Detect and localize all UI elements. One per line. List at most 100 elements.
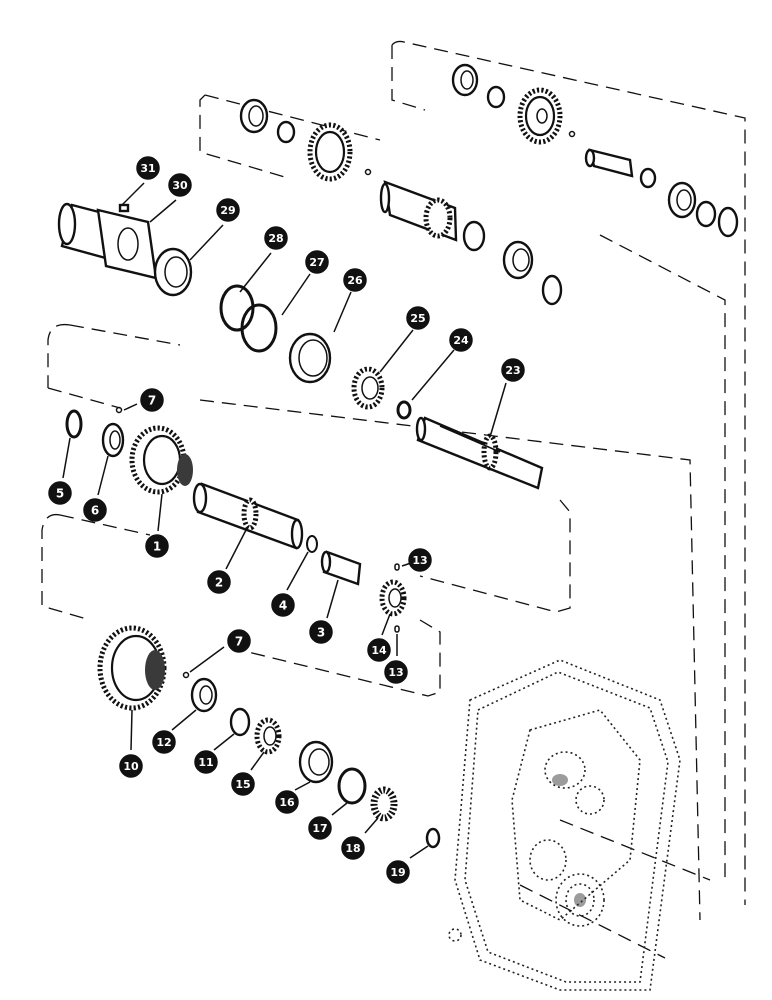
callout-circle xyxy=(152,730,176,754)
callout-label: 23 xyxy=(505,364,520,377)
callout-label: 17 xyxy=(312,822,327,835)
part-11-washer xyxy=(229,707,251,737)
callout-circle xyxy=(501,358,525,382)
leader-to-housing-b xyxy=(519,884,666,959)
part-23-shaft xyxy=(415,416,544,490)
callout-label: 11 xyxy=(198,756,213,769)
callout-label: 2 xyxy=(215,576,223,590)
callout-label: 31 xyxy=(140,162,155,175)
callout-23: 23 xyxy=(501,358,525,382)
callout-label: 24 xyxy=(453,334,469,347)
callout-label: 7 xyxy=(235,635,243,649)
callout-circle xyxy=(227,629,251,653)
part-4-o-ring xyxy=(306,535,318,553)
part-13-ball-lower xyxy=(394,625,400,633)
callout-label: 27 xyxy=(309,256,324,269)
part-12-bearing xyxy=(190,677,218,713)
callout-circle xyxy=(386,860,410,884)
lower-group-boundary xyxy=(41,513,441,697)
callout-circle xyxy=(145,534,169,558)
part-6-washer xyxy=(101,422,125,458)
callout-17: 17 xyxy=(308,816,332,840)
part-10-gear xyxy=(97,625,167,711)
part-3-pin xyxy=(320,550,362,586)
transmission-housing xyxy=(448,659,681,991)
callout-label: 15 xyxy=(235,778,250,791)
part-27-snap-ring xyxy=(240,303,278,353)
callout-circle xyxy=(384,660,408,684)
callout-circle xyxy=(194,750,218,774)
callout-label: 18 xyxy=(345,842,360,855)
callout-29: 29 xyxy=(216,198,240,222)
callout-circle xyxy=(406,306,430,330)
middle-upper-shaft-assembly xyxy=(239,98,563,306)
callout-label: 29 xyxy=(220,204,235,217)
callout-label: 10 xyxy=(123,760,139,773)
callout-circle xyxy=(48,481,72,505)
callout-12: 12 xyxy=(152,730,176,754)
callout-18: 18 xyxy=(341,836,365,860)
callout-15: 15 xyxy=(231,772,255,796)
callout-circle xyxy=(207,570,231,594)
part-30-cover xyxy=(57,202,158,280)
part-17-snap-ring xyxy=(337,767,367,805)
callout-3: 3 xyxy=(309,620,333,644)
callout-label: 14 xyxy=(371,644,387,657)
upper-shaft-assembly xyxy=(451,63,739,238)
callout-circle xyxy=(308,816,332,840)
callout-10: 10 xyxy=(119,754,143,778)
upper-group-boundary xyxy=(391,40,746,905)
callout-circle xyxy=(343,268,367,292)
callout-circle xyxy=(275,790,299,814)
callout-25: 25 xyxy=(406,306,430,330)
callout-13: 13 xyxy=(384,660,408,684)
callout-1: 1 xyxy=(145,534,169,558)
callout-circle xyxy=(83,498,107,522)
callout-group: 3130292827262524237561243131413710121115… xyxy=(48,156,525,884)
callout-26: 26 xyxy=(343,268,367,292)
callout-30: 30 xyxy=(168,173,192,197)
callout-13: 13 xyxy=(408,548,432,572)
callout-circle xyxy=(264,226,288,250)
callout-27: 27 xyxy=(305,250,329,274)
callout-circle xyxy=(367,638,391,662)
part-29-seal xyxy=(153,247,193,297)
callout-label: 26 xyxy=(347,274,363,287)
callout-label: 30 xyxy=(172,179,188,192)
part-25-bearing-cone xyxy=(351,366,385,410)
callout-circle xyxy=(216,198,240,222)
callout-label: 1 xyxy=(153,540,161,554)
callout-circle xyxy=(305,250,329,274)
callout-6: 6 xyxy=(83,498,107,522)
callout-label: 19 xyxy=(390,866,405,879)
callout-7: 7 xyxy=(227,629,251,653)
callout-circle xyxy=(168,173,192,197)
callout-7: 7 xyxy=(140,388,164,412)
part-7-ball-lower xyxy=(182,671,190,679)
callout-label: 7 xyxy=(148,394,156,408)
callout-11: 11 xyxy=(194,750,218,774)
callout-circle xyxy=(408,548,432,572)
part-18-spring xyxy=(370,786,398,822)
part-5-snap-ring xyxy=(65,409,83,439)
part-13-ball-upper xyxy=(394,563,400,571)
callout-4: 4 xyxy=(271,593,295,617)
callout-circle xyxy=(309,620,333,644)
callout-circle xyxy=(271,593,295,617)
middle-group-boundary xyxy=(47,323,701,921)
part-14-synchro-ring xyxy=(379,579,407,617)
callout-label: 12 xyxy=(156,736,171,749)
callout-circle xyxy=(449,328,473,352)
callout-label: 3 xyxy=(317,626,325,640)
callout-label: 13 xyxy=(412,554,427,567)
callout-label: 6 xyxy=(91,504,99,518)
callout-2: 2 xyxy=(207,570,231,594)
part-24-snap-ring xyxy=(396,400,412,420)
callout-circle xyxy=(140,388,164,412)
middle-upper-group-boundary xyxy=(199,94,726,880)
callout-14: 14 xyxy=(367,638,391,662)
part-26-bearing-cup xyxy=(288,332,332,384)
part-2-hub xyxy=(192,482,304,550)
